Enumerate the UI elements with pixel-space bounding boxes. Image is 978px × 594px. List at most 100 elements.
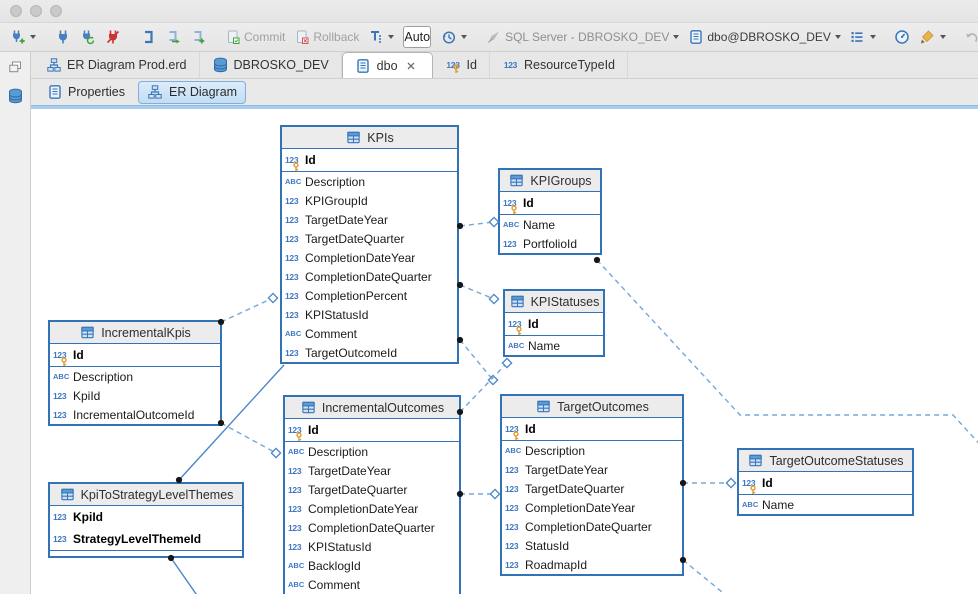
er-column-row[interactable]: 123CompletionDateQuarter (285, 518, 459, 537)
er-column-row[interactable]: 123Id (285, 419, 459, 441)
chevron-down-icon[interactable] (461, 35, 467, 39)
er-table-header[interactable]: KpiToStrategyLevelThemes (50, 484, 242, 506)
er-column-row[interactable]: 123TargetDateQuarter (502, 479, 682, 498)
toolbar-list-blue-button[interactable] (846, 27, 879, 48)
er-column-row[interactable]: 123PortfolioId (500, 234, 600, 253)
er-table-header[interactable]: KPIs (282, 127, 457, 149)
er-column-row[interactable]: 123CompletionDateQuarter (502, 517, 682, 536)
view-tab-er-diagram[interactable]: ER Diagram (138, 81, 246, 104)
editor-tab-dbo[interactable]: dbo (342, 52, 433, 78)
er-column-row[interactable]: 123Id (502, 418, 682, 440)
rail-window-restore-button[interactable] (7, 58, 24, 80)
toolbar-plug-disconnect-button[interactable] (101, 27, 124, 48)
editor-tab-er-diagram-prod-erd[interactable]: ER Diagram Prod.erd (33, 52, 200, 78)
er-connector-incrementalkpis-incrementaloutcomes[interactable] (218, 420, 281, 458)
toolbar-doc-blue-button[interactable]: dbo@DBROSKO_DEV (684, 27, 844, 48)
toolbar-tx-block-button[interactable] (136, 27, 159, 48)
er-column-row[interactable]: 123IncrementalOutcomeId (50, 405, 220, 424)
er-column-row[interactable]: 123CompletionDateYear (285, 499, 459, 518)
er-table-kpistatuses[interactable]: KPIStatuses123IdABCName (503, 289, 605, 357)
er-column-row[interactable]: 123TargetOutcomeId (282, 343, 457, 362)
er-column-row[interactable]: 123TargetDateYear (502, 460, 682, 479)
er-column-row[interactable]: 123Id (50, 344, 220, 366)
er-column-row[interactable]: 123Id (739, 472, 912, 494)
er-connector-kpis-targetoutcomes[interactable] (457, 337, 498, 385)
er-table-targetoutcomestatuses[interactable]: TargetOutcomeStatuses123IdABCName (737, 448, 914, 516)
er-column-row[interactable]: 123TargetDateYear (282, 210, 457, 229)
er-column-row[interactable]: 123CompletionDateQuarter (282, 267, 457, 286)
er-column-row[interactable]: 123TargetDateQuarter (282, 229, 457, 248)
er-table-incrementalkpis[interactable]: IncrementalKpis123IdABCDescription123Kpi… (48, 320, 222, 426)
rail-database-button[interactable] (7, 88, 24, 111)
er-connector-targetoutcomes-targetoutcomestatuses[interactable] (680, 478, 736, 487)
er-table-header[interactable]: IncrementalKpis (50, 322, 220, 344)
editor-tab-id[interactable]: 123Id (433, 52, 490, 78)
toolbar-history-button[interactable] (437, 27, 470, 48)
toolbar-filter-button[interactable] (364, 27, 397, 48)
er-column-row[interactable]: ABCComment (282, 324, 457, 343)
chevron-down-icon[interactable] (835, 35, 841, 39)
er-column-row[interactable]: 123KPIStatusId (282, 305, 457, 324)
er-column-row[interactable]: ABCComment (285, 575, 459, 594)
toolbar-rocket-button[interactable]: SQL Server - DBROSKO_DEV (482, 27, 682, 48)
toolbar-plug-reconnect-button[interactable] (76, 27, 99, 48)
er-column-row[interactable]: 123RoadmapId (502, 555, 682, 574)
er-column-row[interactable]: 123Id (282, 149, 457, 171)
chevron-down-icon[interactable] (30, 35, 36, 39)
er-connector-incrementalkpis-kpis[interactable] (218, 293, 278, 325)
er-connector-kpis-kpigroups[interactable] (457, 217, 499, 229)
er-table-kpis[interactable]: KPIs123IdABCDescription123KPIGroupId123T… (280, 125, 459, 364)
toolbar-brush-button[interactable] (916, 27, 949, 48)
editor-tab-dbrosko-dev[interactable]: DBROSKO_DEV (200, 52, 342, 78)
chevron-down-icon[interactable] (388, 35, 394, 39)
er-table-header[interactable]: TargetOutcomes (502, 396, 682, 418)
er-column-row[interactable]: ABCName (505, 336, 603, 355)
er-column-row[interactable]: 123TargetDateYear (285, 461, 459, 480)
er-column-row[interactable]: 123CompletionPercent (282, 286, 457, 305)
er-table-incrementaloutcomes[interactable]: IncrementalOutcomes123IdABCDescription12… (283, 395, 461, 594)
toolbar-plug-button[interactable] (51, 27, 74, 48)
er-column-row[interactable]: ABCDescription (282, 172, 457, 191)
editor-tab-resourcetypeid[interactable]: 123ResourceTypeId (490, 52, 628, 78)
er-table-kpitostrategylevelthemes[interactable]: KpiToStrategyLevelThemes123KpiId123Strat… (48, 482, 244, 558)
er-column-row[interactable]: 123StatusId (502, 536, 682, 555)
chevron-down-icon[interactable] (940, 35, 946, 39)
er-connector-targetoutcomes-offscreen-bottom[interactable] (680, 557, 733, 594)
view-tab-properties[interactable]: Properties (37, 81, 134, 104)
er-table-header[interactable]: IncrementalOutcomes (285, 397, 459, 419)
er-column-row[interactable]: 123CompletionDateYear (502, 498, 682, 517)
er-connector-kpis-kpistatuses[interactable] (457, 282, 499, 304)
er-column-row[interactable]: 123StrategyLevelThemeId (50, 528, 242, 550)
er-table-header[interactable]: KPIGroups (500, 170, 600, 192)
zoom-window-button[interactable] (50, 5, 62, 17)
transaction-mode-combo[interactable]: Auto (403, 26, 431, 48)
minimize-window-button[interactable] (30, 5, 42, 17)
er-connector-kpitostrategylevelthemes-offscreen-bottom[interactable] (168, 555, 201, 594)
close-window-button[interactable] (10, 5, 22, 17)
er-table-header[interactable]: KPIStatuses (505, 291, 603, 313)
er-column-row[interactable]: ABCName (500, 215, 600, 234)
toolbar-tx-plus-button[interactable] (186, 27, 209, 48)
er-column-row[interactable]: ABCDescription (285, 442, 459, 461)
toolbar-plug-plus-button[interactable] (6, 27, 39, 48)
er-table-header[interactable]: TargetOutcomeStatuses (739, 450, 912, 472)
close-tab-icon[interactable] (403, 57, 420, 74)
toolbar-gauge-button[interactable] (891, 27, 914, 48)
er-column-row[interactable]: 123Id (505, 313, 603, 335)
er-column-row[interactable]: ABCBacklogId (285, 556, 459, 575)
er-column-row[interactable]: 123Id (500, 192, 600, 214)
er-column-row[interactable]: 123KpiId (50, 506, 242, 528)
toolbar-tx-arrow-button[interactable] (161, 27, 184, 48)
er-column-row[interactable]: 123KPIStatusId (285, 537, 459, 556)
er-column-row[interactable]: 123CompletionDateYear (282, 248, 457, 267)
er-column-row[interactable]: 123KPIGroupId (282, 191, 457, 210)
er-table-kpigroups[interactable]: KPIGroups123IdABCName123PortfolioId (498, 168, 602, 255)
er-table-targetoutcomes[interactable]: TargetOutcomes123IdABCDescription123Targ… (500, 394, 684, 576)
er-connector-incrementaloutcomes-targetoutcomes[interactable] (457, 489, 500, 498)
er-column-row[interactable]: 123KpiId (50, 386, 220, 405)
er-column-row[interactable]: ABCName (739, 495, 912, 514)
er-column-row[interactable]: ABCDescription (50, 367, 220, 386)
er-column-row[interactable]: 123TargetDateQuarter (285, 480, 459, 499)
chevron-down-icon[interactable] (673, 35, 679, 39)
er-column-row[interactable]: ABCDescription (502, 441, 682, 460)
